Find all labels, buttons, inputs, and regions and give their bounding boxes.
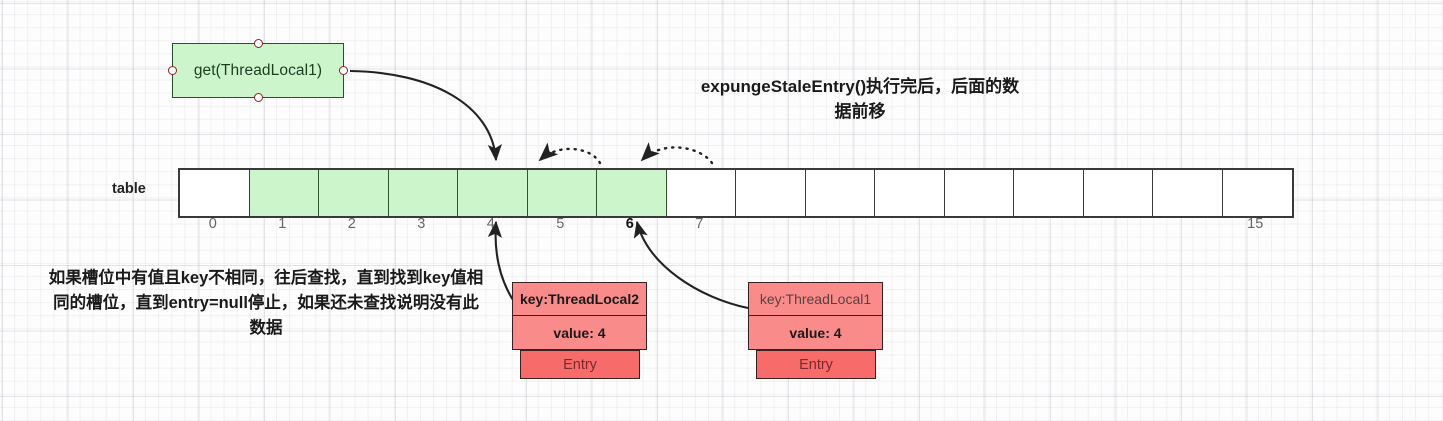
table-index-14 <box>1151 216 1221 232</box>
table-slot-3 <box>388 170 458 216</box>
table-index-15: 15 <box>1247 216 1264 232</box>
table-slot-15 <box>1222 170 1292 216</box>
table-index-1: 1 <box>278 216 287 232</box>
table-index-13 <box>1082 216 1152 232</box>
table-slot-0 <box>180 170 250 216</box>
table-slot-5 <box>527 170 597 216</box>
entry-box-threadlocal2: key:ThreadLocal2 value: 4 Entry <box>512 282 647 379</box>
table-index-7: 7 <box>695 216 704 232</box>
table-index-8 <box>734 216 804 232</box>
table-index-9 <box>804 216 874 232</box>
table-index-3: 3 <box>417 216 426 232</box>
connection-point-left-icon[interactable] <box>168 66 177 75</box>
table-slot-7 <box>666 170 736 216</box>
table-slot-2 <box>319 170 389 216</box>
arrow-shift-7-to-6 <box>640 142 714 165</box>
table-label: table <box>112 181 146 197</box>
table-slot-11 <box>944 170 1014 216</box>
entry-box-threadlocal1: key:ThreadLocal1 value: 4 Entry <box>748 282 883 379</box>
table-slot-8 <box>736 170 806 216</box>
method-call-box[interactable]: get(ThreadLocal1) <box>168 39 348 102</box>
table-slot-6 <box>597 170 667 216</box>
table-slot-12 <box>1014 170 1084 216</box>
table-slot-4 <box>458 170 528 216</box>
table-slot-13 <box>1083 170 1153 216</box>
table-index-0: 0 <box>208 216 217 232</box>
entry-type-label: Entry <box>756 350 876 379</box>
table-index-5: 5 <box>556 216 565 232</box>
table-index-10 <box>873 216 943 232</box>
table-index-2: 2 <box>347 216 356 232</box>
arrow-getcall-to-slot4 <box>349 69 502 162</box>
table-slot-1 <box>249 170 319 216</box>
connection-point-right-icon[interactable] <box>339 66 348 75</box>
table-index-12 <box>1012 216 1082 232</box>
table-index-11 <box>943 216 1013 232</box>
entry-value-row: value: 4 <box>512 316 647 350</box>
table-slots <box>178 168 1294 218</box>
table-index-6: 6 <box>625 216 634 232</box>
entry-value-row: value: 4 <box>748 316 883 350</box>
arrow-entry2-to-slot4 <box>487 220 514 301</box>
entry-key-row: key:ThreadLocal1 <box>748 282 883 316</box>
table-slot-14 <box>1153 170 1223 216</box>
arrow-shift-6-to-5 <box>538 142 602 165</box>
table-index-labels: 0 1 2 3 4 5 6 7 15 <box>178 216 1290 232</box>
arrow-entry1-to-slot6 <box>633 220 749 310</box>
entry-type-label: Entry <box>520 350 640 379</box>
lookup-note: 如果槽位中有值且key不相同，往后查找，直到找到key值相同的槽位，直到entr… <box>48 269 484 337</box>
method-call-label: get(ThreadLocal1) <box>193 61 323 79</box>
diagram-heading: expungeStaleEntry()执行完后，后面的数据前移 <box>700 77 1020 121</box>
table-slot-9 <box>805 170 875 216</box>
connection-point-top-icon[interactable] <box>253 39 263 48</box>
entry-key-row: key:ThreadLocal2 <box>512 282 647 316</box>
table-index-4: 4 <box>486 216 495 232</box>
connection-point-bottom-icon[interactable] <box>253 93 263 102</box>
table-slot-10 <box>875 170 945 216</box>
